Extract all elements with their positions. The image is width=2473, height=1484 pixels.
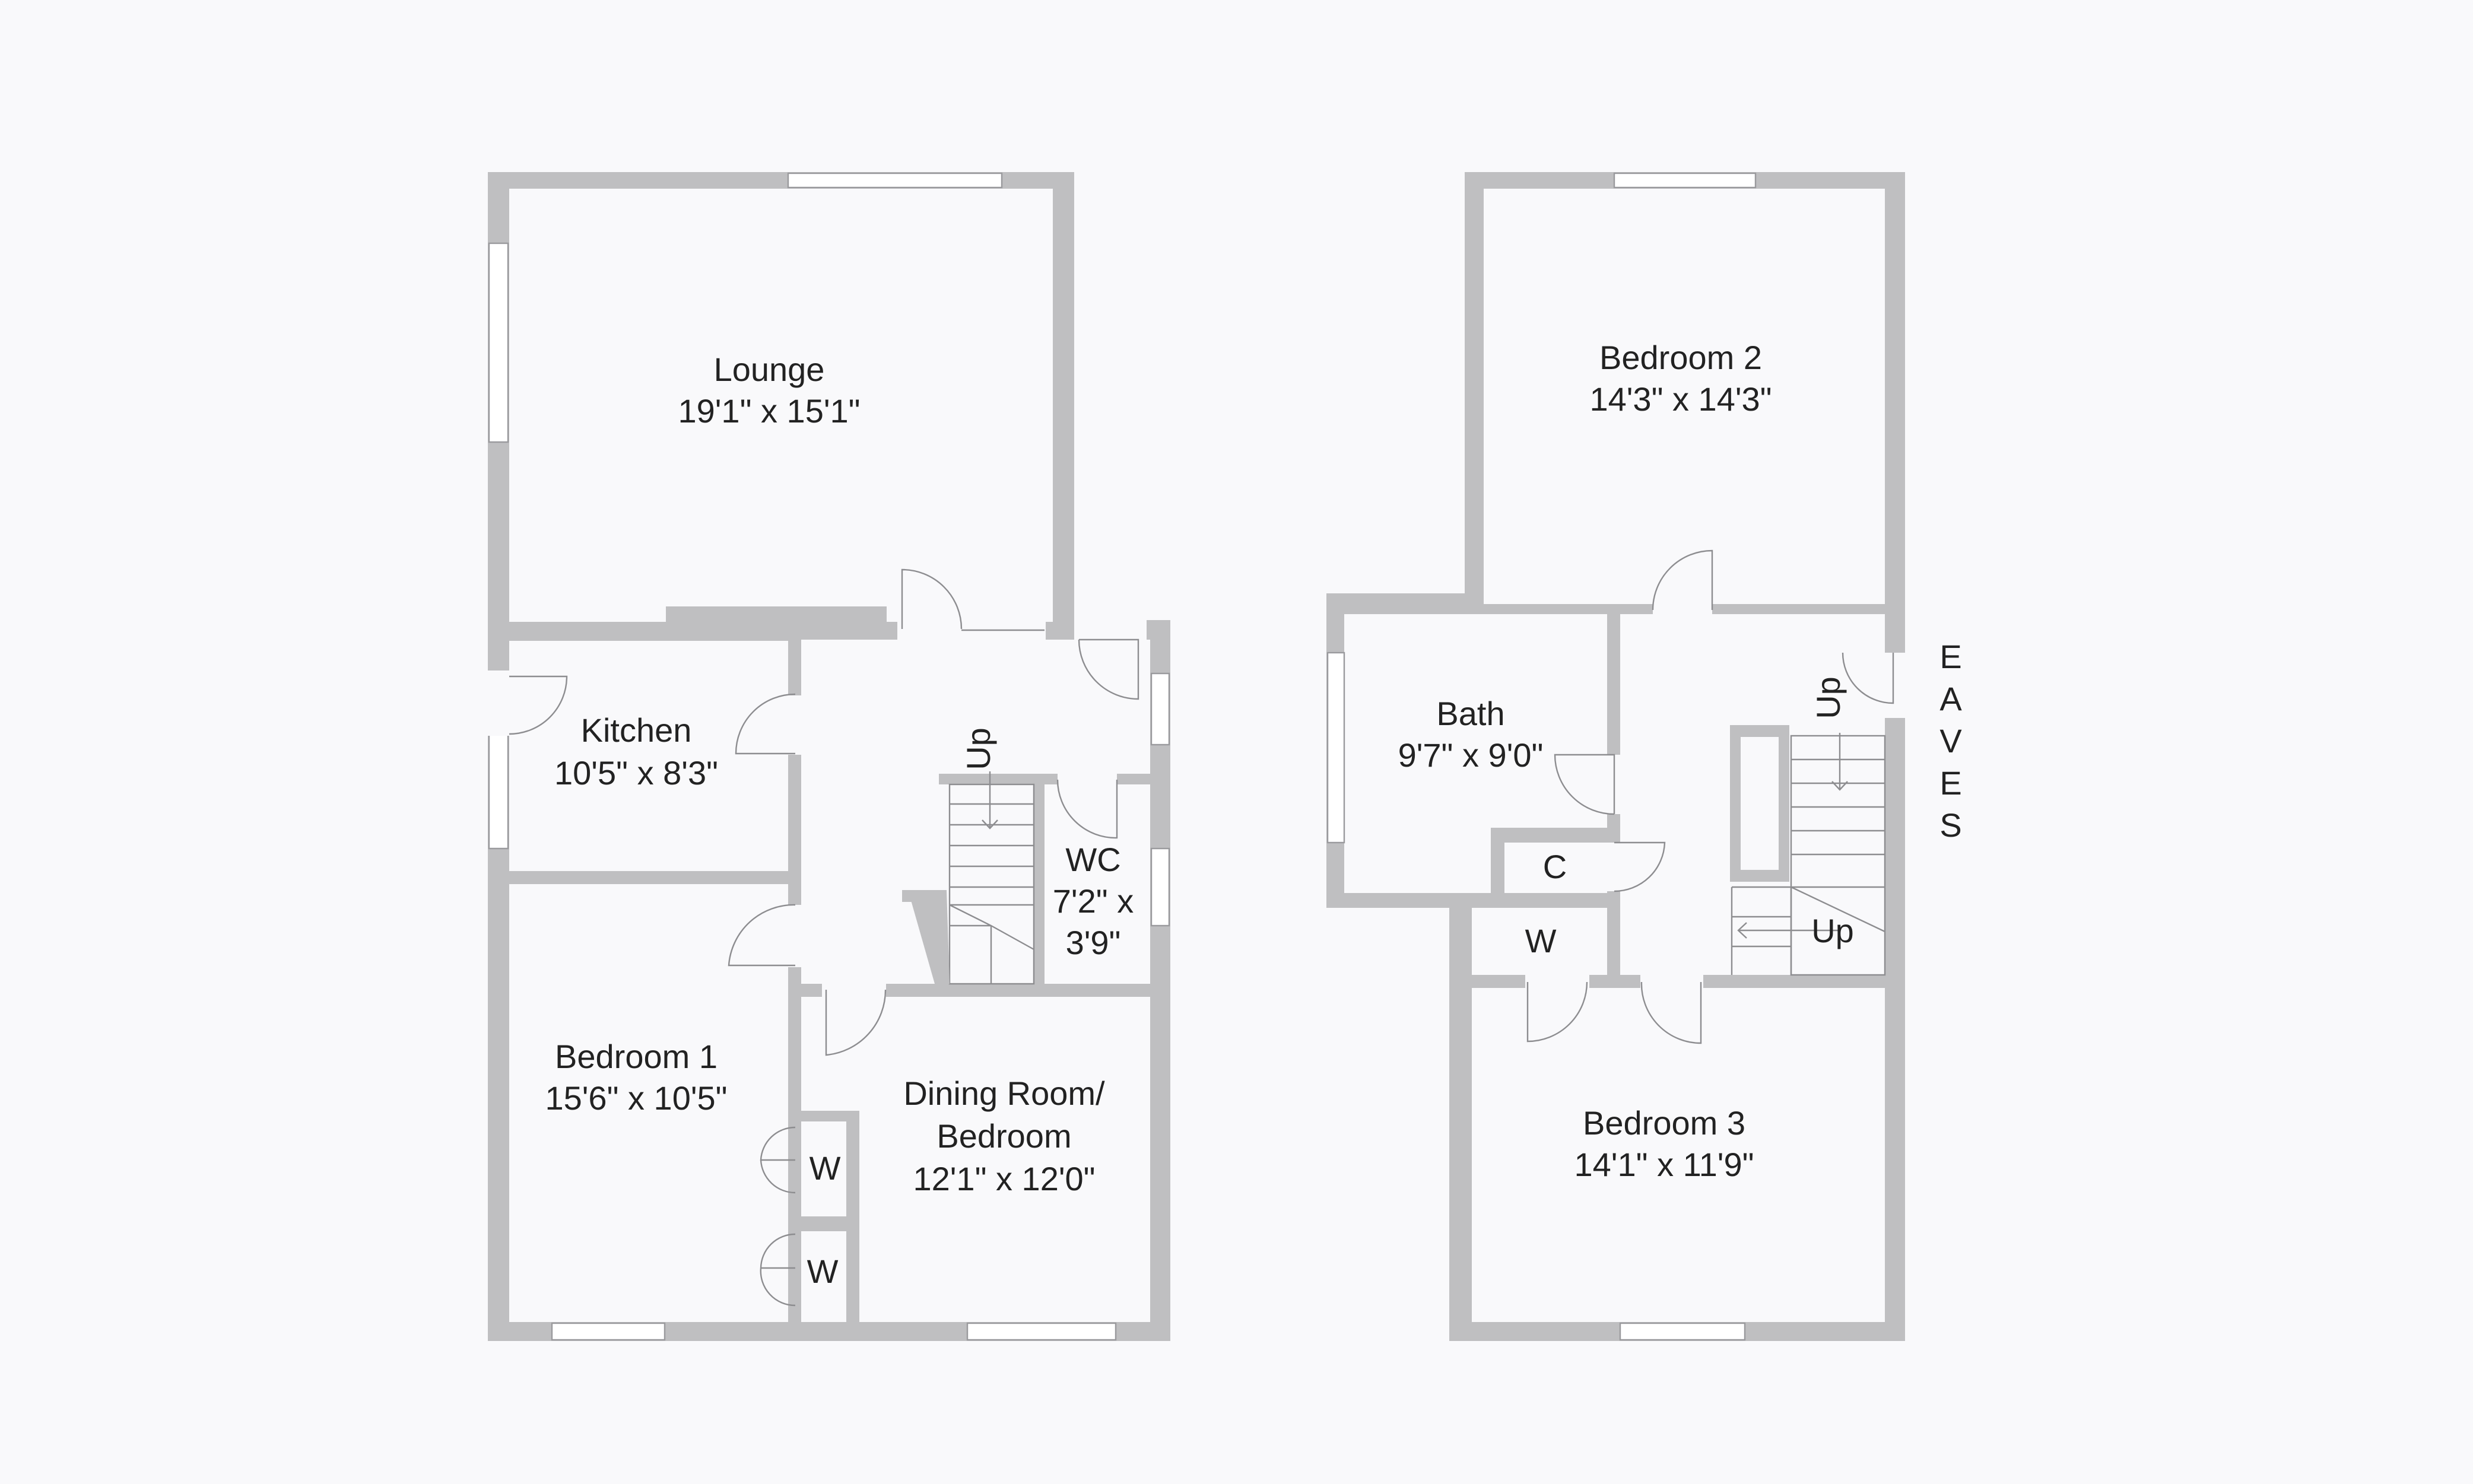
bedroom1-door (728, 904, 796, 967)
dining-name-line1: Dining Room/ (903, 1075, 1105, 1112)
landing-wall (1885, 614, 1905, 656)
first-floor-doors (1525, 549, 1906, 1044)
cupboard-door (1614, 841, 1666, 892)
bedroom3-name: Bedroom 3 (1583, 1104, 1745, 1142)
eaves-door (1842, 652, 1894, 704)
bedroom1-floor (509, 884, 788, 1322)
bedroom2-window (1613, 172, 1757, 189)
wardrobe-door (1526, 981, 1588, 1043)
eaves-letter: V (1939, 722, 1962, 760)
ground-floor-plan: Lounge 19'1" x 15'1" Kitchen 10'5" x 8'3… (487, 172, 1170, 1341)
first-floor-windows (1326, 172, 1757, 1341)
front-window (1150, 672, 1170, 746)
bedroom2-size: 14'3" x 14'3" (1589, 380, 1772, 418)
wardrobe-wall (795, 1216, 859, 1231)
wc-size-line2: 3'9" (1066, 924, 1121, 961)
wardrobe-doors (760, 1126, 796, 1307)
bedroom3-floor (1472, 988, 1885, 1322)
kitchen-size: 10'5" x 8'3" (554, 754, 718, 792)
chimney-breast (666, 606, 887, 628)
dining-window (966, 1322, 1117, 1341)
first-floor-stairs (1731, 733, 1886, 976)
wc-size-line1: 7'2" x (1053, 882, 1134, 920)
eaves-letter: A (1939, 680, 1962, 717)
lounge-floor (509, 189, 1053, 622)
bedroom1-window (551, 1322, 666, 1341)
dining-door-opening (822, 982, 886, 999)
cupboard-wall (1491, 828, 1504, 896)
wc-wall (1034, 774, 1045, 987)
lounge-window-top (787, 172, 1003, 189)
wardrobe-door-opening (1525, 973, 1589, 990)
wardrobe-lower (801, 1231, 846, 1322)
wardrobe-floor (1472, 908, 1607, 975)
bedroom3-size: 14'1" x 11'9" (1574, 1146, 1754, 1183)
stairs-up-label: Up (1809, 676, 1847, 719)
bedroom1-name: Bedroom 1 (555, 1038, 718, 1075)
bedroom3-door (1640, 981, 1702, 1044)
bedroom2-floor (1484, 189, 1885, 604)
wardrobe-label: W (809, 1149, 841, 1187)
bath-name: Bath (1436, 695, 1504, 732)
stair-void-inner (1741, 737, 1779, 870)
eaves-label: E A V E S (1939, 638, 1962, 844)
dining-door (825, 989, 887, 1056)
bedroom2-door-opening (1653, 602, 1712, 617)
front-door (1078, 638, 1139, 700)
lounge-door-opening (897, 617, 1046, 641)
lounge-size: 19'1" x 15'1" (678, 392, 860, 430)
bedroom3-window (1619, 1322, 1746, 1341)
stair-arrow (1737, 922, 1840, 939)
wardrobe-label: W (1525, 922, 1557, 959)
cupboard-door-opening (1605, 843, 1623, 891)
wc-door (1056, 779, 1118, 839)
ground-floor-labels: Lounge 19'1" x 15'1" Kitchen 10'5" x 8'3… (545, 351, 1134, 1290)
bath-size: 9'7" x 9'0" (1398, 736, 1544, 774)
stair-wall (939, 774, 1034, 784)
wardrobe-wall (795, 1111, 859, 1121)
cupboard-label: C (1543, 848, 1567, 885)
wc-window (1150, 847, 1170, 927)
bath-window (1326, 652, 1345, 844)
eaves-letter: S (1939, 806, 1961, 844)
bedroom2-name: Bedroom 2 (1599, 339, 1762, 376)
cupboard-wall (1491, 828, 1620, 843)
kitchen-external-door (509, 675, 568, 735)
ground-floor-stairs (908, 771, 1035, 985)
ground-floor-doors (487, 568, 1147, 1307)
lounge-door (901, 568, 963, 630)
stair-arrow (982, 771, 998, 830)
stair-arrow (1831, 733, 1848, 791)
kitchen-door-opening (787, 695, 802, 755)
cupboard-floor (1504, 843, 1607, 893)
kitchen-name: Kitchen (581, 711, 692, 749)
kitchen-external-door-opening (487, 670, 510, 736)
eaves-letter: E (1939, 764, 1961, 802)
eaves-letter: E (1939, 638, 1961, 675)
dining-size: 12'1" x 12'0" (913, 1160, 1095, 1197)
bath-door (1554, 754, 1615, 815)
wc-floor (1045, 784, 1150, 984)
dining-name-line2: Bedroom (936, 1117, 1071, 1155)
bedroom1-size: 15'6" x 10'5" (545, 1079, 727, 1117)
eaves-door-opening (1882, 653, 1906, 718)
kitchen-floor (509, 641, 788, 871)
bedroom2-door (1652, 549, 1713, 611)
lounge-window-left (488, 242, 509, 443)
wardrobe-upper (801, 1121, 846, 1216)
kitchen-door (735, 693, 796, 755)
wardrobe-label: W (807, 1253, 839, 1290)
bedroom1-door-opening (787, 905, 802, 967)
first-floor-labels: Bedroom 2 14'3" x 14'3" Bath 9'7" x 9'0"… (1398, 339, 1963, 1183)
lounge-name: Lounge (714, 351, 825, 388)
wc-name: WC (1065, 841, 1120, 878)
stairs-up-label: Up (960, 727, 997, 770)
first-floor-plan: Bedroom 2 14'3" x 14'3" Bath 9'7" x 9'0"… (1326, 172, 1962, 1341)
first-floor-rooms (1344, 189, 1905, 1322)
front-door-opening (1074, 620, 1147, 641)
stairs-up-label: Up (1811, 912, 1854, 949)
wc-door-opening (1058, 771, 1117, 787)
bedroom3-door-opening (1640, 973, 1703, 990)
